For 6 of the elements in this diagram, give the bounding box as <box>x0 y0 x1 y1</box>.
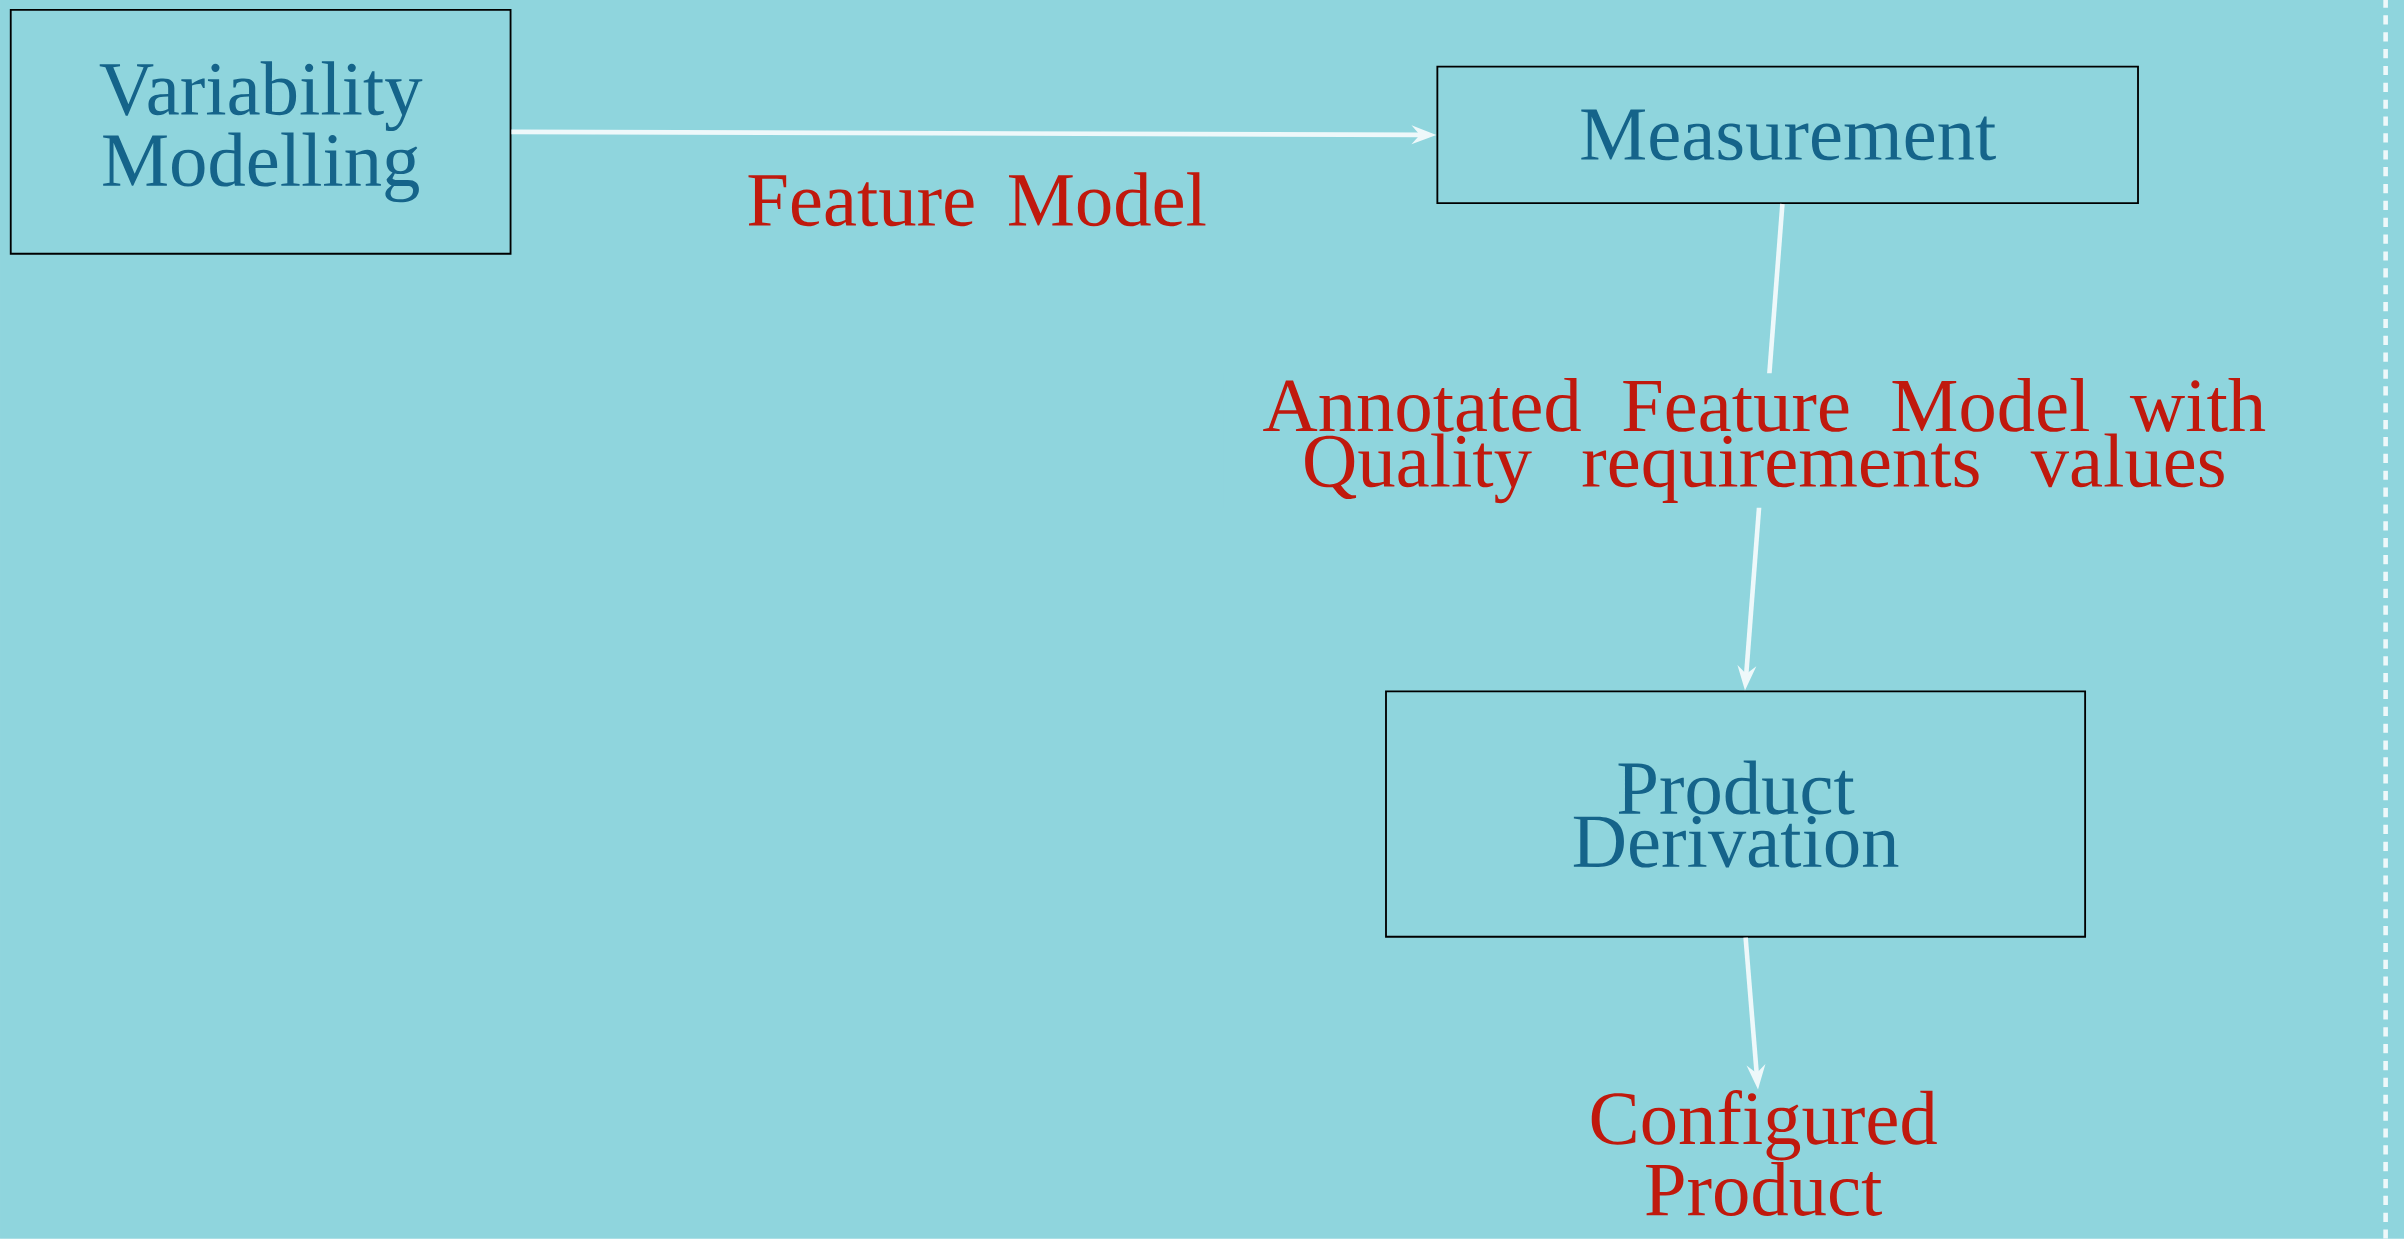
output-text: Configured Product <box>1591 1090 1937 1216</box>
process-box: Measurement <box>1436 65 2139 205</box>
process-box: Variability Modelling <box>9 9 512 255</box>
process-box: Product Derivation <box>1385 690 2087 938</box>
edge-label: Feature Model <box>748 172 1206 227</box>
edge-label: Annotated Feature Model with Quality requirements values <box>1223 373 2306 508</box>
